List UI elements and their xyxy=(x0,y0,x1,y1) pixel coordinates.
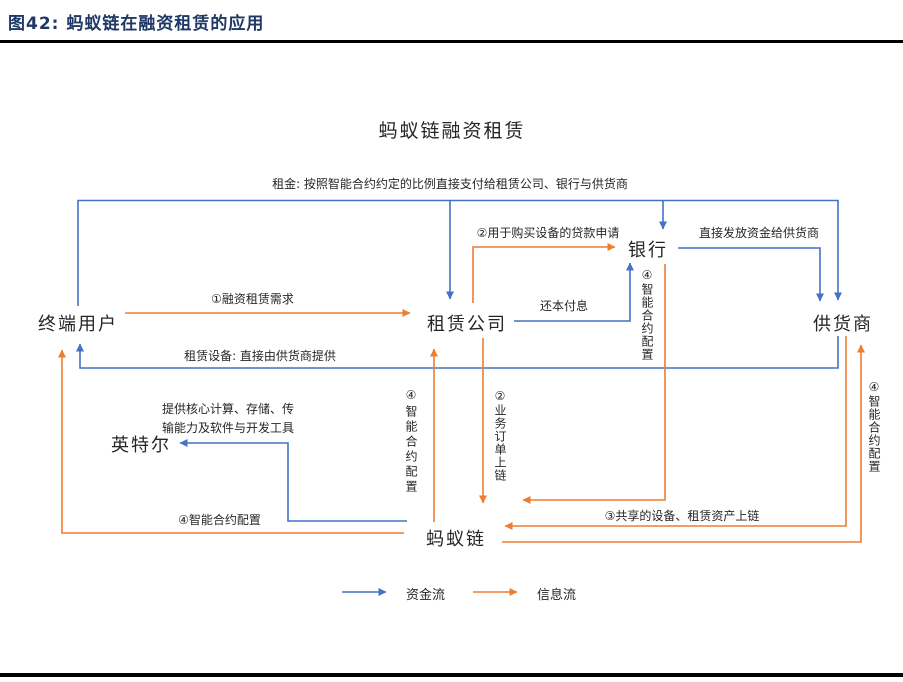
supplier-contract-label: ④智能合约配置 xyxy=(867,380,881,473)
supplier-contract-arrow xyxy=(502,344,865,543)
figure-caption: 图42: 蚂蚁链在融资租赁的应用 xyxy=(8,14,265,34)
antchain-to-intel-arrow xyxy=(179,439,407,522)
direct-funds-arrow xyxy=(678,247,824,302)
shared-assets-arrow xyxy=(504,336,847,530)
repayment-label: 还本付息 xyxy=(539,299,588,313)
leasing-contract-label: ④智能合约配置 xyxy=(404,388,418,495)
node-leasing-company: 租赁公司 xyxy=(427,314,507,335)
order-onchain-label: ②业务订单上链 xyxy=(493,389,507,482)
intel-provide-label: 提供核心计算、存储、传 输能力及软件与开发工具 xyxy=(162,402,295,435)
repayment-arrow xyxy=(514,262,634,322)
rent-label: 租金: 按照智能合约约定的比例直接支付给租赁公司、银行与供货商 xyxy=(272,177,628,191)
loan-application-arrow xyxy=(472,243,616,303)
lease-equipment-label: 租赁设备: 直接由供货商提供 xyxy=(184,349,336,363)
direct-funds-label: 直接发放资金给供货商 xyxy=(698,226,819,240)
node-bank: 银行 xyxy=(628,240,668,261)
diagram-title: 蚂蚁链融资租赁 xyxy=(378,120,526,142)
lease-equipment-arrow xyxy=(76,336,839,369)
demand-label: ①融资租赁需求 xyxy=(211,292,294,306)
bank-contract-arrow xyxy=(522,264,666,504)
node-end-user: 终端用户 xyxy=(38,314,118,335)
node-supplier: 供货商 xyxy=(813,314,873,335)
node-intel: 英特尔 xyxy=(111,435,171,456)
bottom-divider xyxy=(0,673,903,677)
user-contract-arrow xyxy=(58,349,404,534)
legend-info-flow-label: 信息流 xyxy=(537,588,577,603)
legend-capital-flow-label: 资金流 xyxy=(406,588,446,603)
bank-contract-label: ④智能合约配置 xyxy=(640,268,654,361)
user-contract-label: ④智能合约配置 xyxy=(178,513,261,527)
rent-flow-line xyxy=(77,199,842,306)
top-divider xyxy=(0,40,903,43)
node-ant-chain: 蚂蚁链 xyxy=(426,529,486,550)
shared-assets-label: ③共享的设备、租赁资产上链 xyxy=(604,509,760,523)
loan-application-label: ②用于购买设备的贷款申请 xyxy=(476,226,620,240)
